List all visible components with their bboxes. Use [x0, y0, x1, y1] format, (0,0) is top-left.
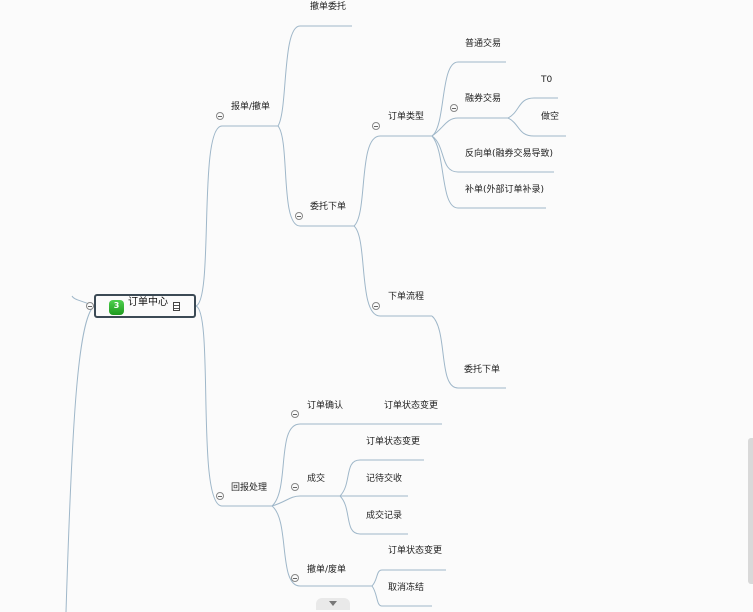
node-budan[interactable]: 补单(外部订单补录)	[465, 185, 545, 195]
node-huibao-chuli[interactable]: 回报处理	[231, 483, 268, 493]
vertical-scrollbar[interactable]	[748, 438, 753, 584]
root-node[interactable]: 3 订单中心	[94, 294, 196, 318]
node-weituo-xiadan[interactable]: 委托下单	[310, 202, 347, 212]
node-zuokong[interactable]: 做空	[541, 112, 560, 122]
node-dingdan-queren[interactable]: 订单确认	[307, 401, 344, 411]
collapse-toggle-queren[interactable]	[291, 410, 299, 418]
node-jidai-jiaoshou[interactable]: 记待交收	[366, 474, 403, 484]
collapse-toggle-root[interactable]	[86, 302, 94, 310]
note-icon[interactable]	[173, 302, 180, 311]
collapse-toggle-huibao[interactable]	[216, 492, 224, 500]
root-title: 订单中心	[128, 297, 168, 308]
node-putong-jiaoyi[interactable]: 普通交易	[465, 39, 502, 49]
collapse-toggle-baodan[interactable]	[216, 112, 224, 120]
collapse-toggle-chengjiao[interactable]	[291, 483, 299, 491]
collapse-toggle-liucheng[interactable]	[372, 302, 380, 310]
collapse-toggle-chedan-feidan[interactable]	[291, 574, 299, 582]
collapse-toggle-rongquan[interactable]	[450, 104, 458, 112]
node-rongquan-jiaoyi[interactable]: 融券交易	[465, 94, 502, 104]
node-chengjiao[interactable]: 成交	[307, 474, 326, 484]
node-weituo-xiadan-2[interactable]: 委托下单	[464, 365, 501, 375]
node-xiadan-liucheng[interactable]: 下单流程	[388, 292, 425, 302]
node-zhuangtai-biangeng-2[interactable]: 订单状态变更	[366, 437, 421, 447]
node-t0[interactable]: T0	[541, 75, 553, 85]
node-fanxiang-dan[interactable]: 反向单(融券交易导致)	[465, 149, 554, 159]
scroll-down-button[interactable]	[316, 598, 350, 610]
node-baodan-chedan[interactable]: 报单/撤单	[231, 102, 271, 112]
priority-badge: 3	[109, 300, 124, 315]
node-chengjiao-jilu[interactable]: 成交记录	[366, 511, 403, 521]
node-quxiao-dongjie[interactable]: 取消冻结	[388, 583, 425, 593]
collapse-toggle-weituo[interactable]	[295, 212, 303, 220]
node-zhuangtai-biangeng-1[interactable]: 订单状态变更	[384, 401, 439, 411]
node-chedan-weituo[interactable]: 撤单委托	[310, 2, 347, 12]
collapse-toggle-leixing[interactable]	[372, 122, 380, 130]
node-dingdan-leixing[interactable]: 订单类型	[388, 112, 425, 122]
node-zhuangtai-biangeng-3[interactable]: 订单状态变更	[388, 546, 443, 556]
node-chedan-feidan[interactable]: 撤单/废单	[307, 565, 347, 575]
